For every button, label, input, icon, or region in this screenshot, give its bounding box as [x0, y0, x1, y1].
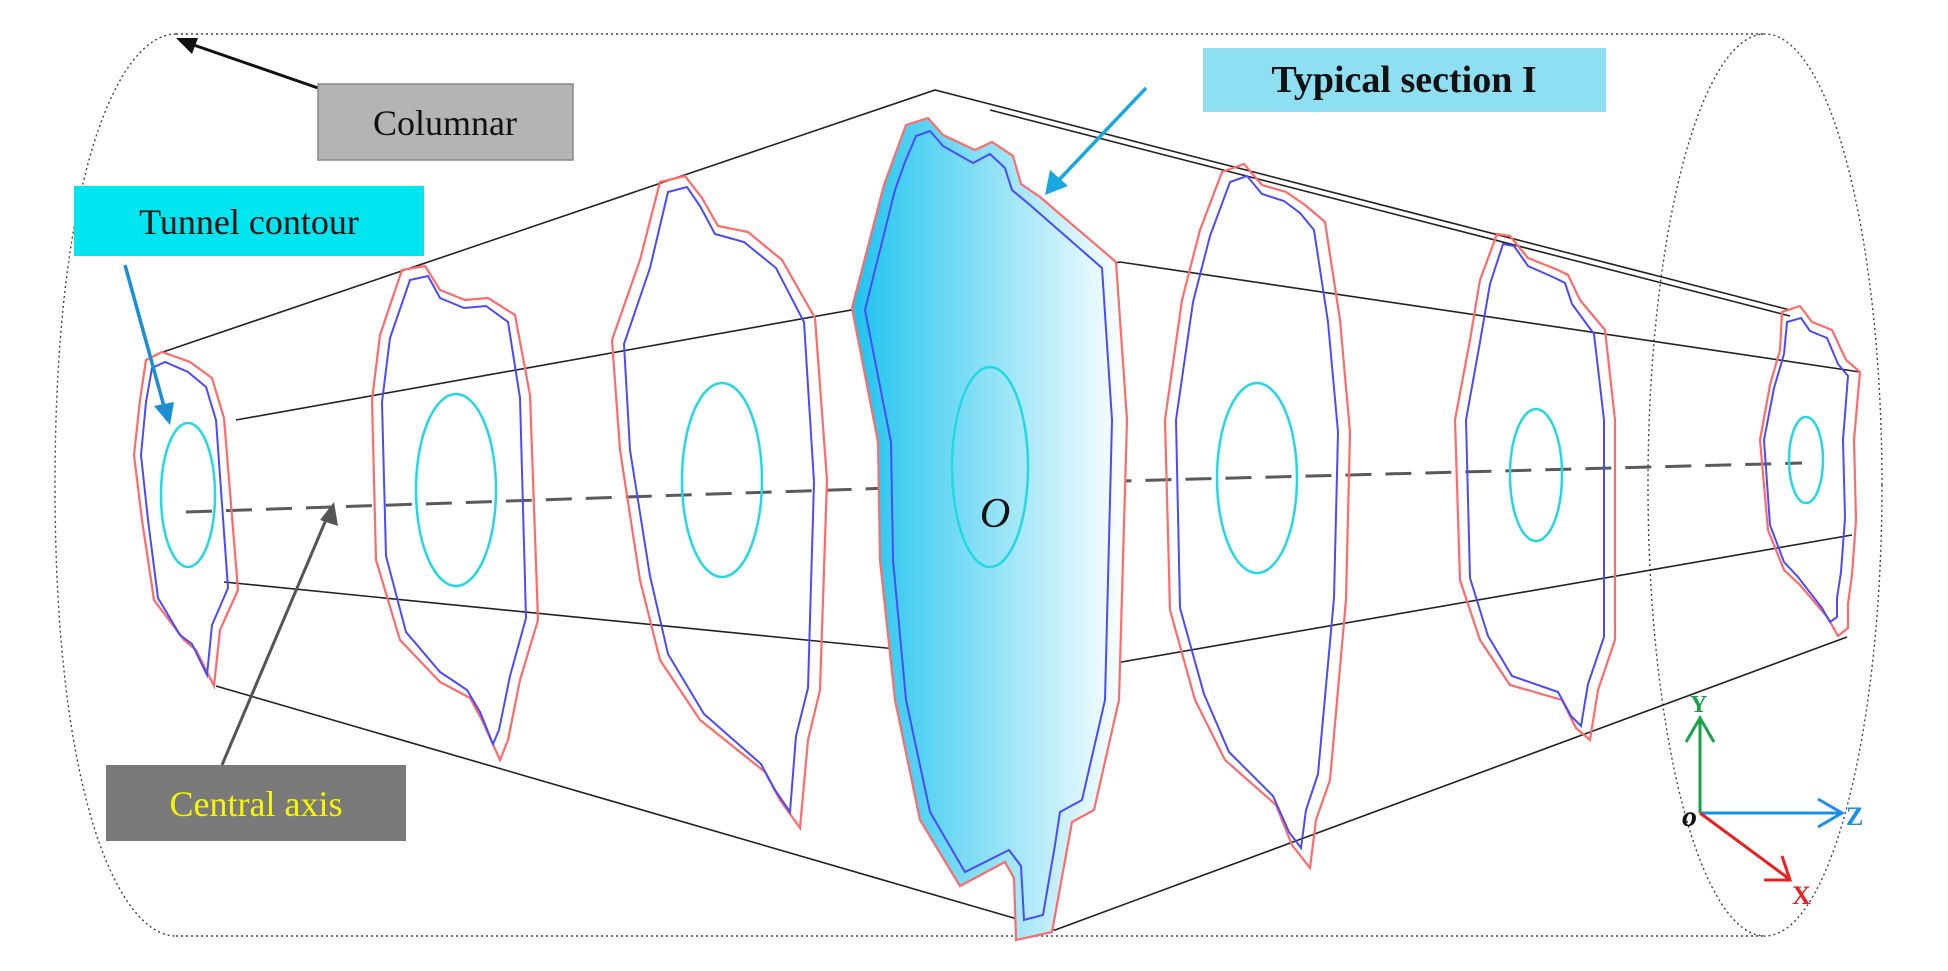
typical-section-label: Typical section I [1203, 48, 1606, 112]
section-6-excavation-core [1508, 407, 1564, 543]
section-6-outer-contour [1453, 232, 1617, 743]
tunnel-section-2 [370, 264, 540, 763]
section-5-outer-contour [1163, 162, 1352, 871]
central-axis-pointer-line [220, 514, 330, 766]
tunnel-contour-pointer-line [123, 264, 167, 411]
section-2-excavation-core [414, 392, 498, 588]
section-1-outer-contour [132, 350, 240, 690]
typical-section-pointer-line [1055, 86, 1148, 184]
central-axis-label-box [106, 765, 406, 841]
x-axis-label: X [1792, 881, 1811, 910]
y-axis-label: Y [1690, 692, 1707, 718]
section-3-inner-contour [622, 185, 816, 815]
x-axis-arrowhead [1764, 855, 1793, 882]
center-point-label: O [980, 491, 1010, 537]
tunnel-section-1 [132, 350, 240, 690]
typical-section-i [850, 116, 1129, 942]
typical-section-label-text: Typical section I [1271, 59, 1536, 101]
tunnel-contour-label: Tunnel contour [74, 186, 424, 256]
wire-top [162, 89, 1791, 353]
section-6-inner-contour [1464, 242, 1605, 729]
section-2-outer-contour [370, 264, 540, 763]
z-axis-arrowhead [1817, 797, 1845, 829]
z-axis-label: Z [1846, 802, 1863, 831]
tunnel-contour-label-box [74, 186, 424, 256]
section-5-inner-contour [1174, 174, 1340, 851]
central-axis-pointer-head [320, 502, 338, 526]
typical-section-pointer-head [1045, 170, 1068, 195]
tunnel-section-7 [1758, 304, 1862, 638]
central-axis-label-text: Central axis [170, 784, 343, 824]
section-2-inner-contour [380, 274, 528, 747]
wire-upper [235, 261, 1861, 421]
typical-section-inner-contour [863, 129, 1114, 922]
section-1-excavation-core [159, 421, 217, 569]
section-7-outer-contour [1758, 304, 1862, 638]
pointer-arrows [123, 38, 1148, 766]
columnar-pointer-line [187, 41, 319, 90]
columnar-pointer-head [176, 38, 198, 54]
section-5-excavation-core [1215, 381, 1299, 575]
section-1-inner-contour [139, 360, 230, 679]
axis-origin-label: o [1682, 800, 1697, 833]
tunnel-contour-pointer-head [154, 402, 174, 425]
columnar-label-box [317, 83, 574, 161]
tunnel-contour-label-text: Tunnel contour [139, 202, 359, 242]
columnar-label-text: Columnar [373, 103, 517, 143]
columnar-cylinder [54, 33, 1883, 937]
y-axis-arrowhead [1684, 715, 1716, 743]
x-axis-line [1699, 811, 1789, 880]
tunnel-section-5 [1163, 162, 1352, 871]
central-axis-label: Central axis [106, 765, 406, 841]
section-7-inner-contour [1762, 316, 1850, 624]
cylinder-right-ellipse [1647, 33, 1883, 937]
columnar-label: Columnar [317, 83, 574, 161]
section-7-excavation-core [1787, 415, 1825, 505]
tunnel-section-6 [1453, 232, 1617, 743]
tunnel-section-3 [610, 174, 829, 832]
coordinate-axes: o Y Z X [1682, 692, 1863, 910]
section-3-outer-contour [610, 174, 829, 832]
typical-section-outer-contour [850, 116, 1129, 942]
typical-section-excavation-core [950, 365, 1030, 569]
wire-top-2 [989, 109, 1791, 317]
typical-section-label-box [1203, 48, 1606, 112]
cylinder-left-arc [54, 33, 177, 937]
section-3-excavation-core [680, 381, 764, 579]
